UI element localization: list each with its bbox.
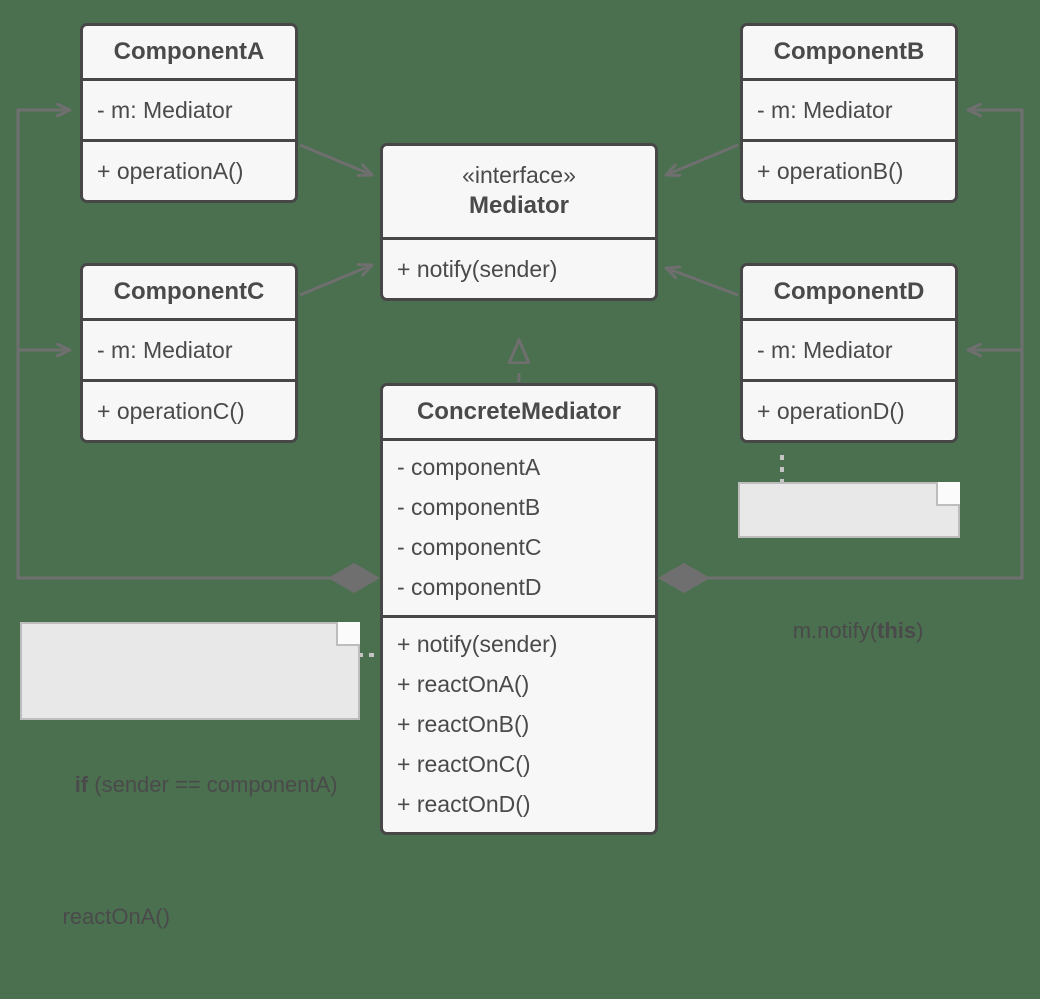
uml-diagram-canvas: > Mediator --> > Mediator --> > Mediator… bbox=[16, 23, 1024, 929]
method-item: + notify(sender) bbox=[397, 256, 558, 282]
class-methods-component-a: + operationA() bbox=[83, 139, 295, 200]
note-call-suffix: ) bbox=[916, 618, 924, 643]
method-item: + operationD() bbox=[757, 398, 905, 424]
note-condition: (sender == componentA) bbox=[88, 772, 338, 797]
note-fold-corner-icon bbox=[336, 622, 360, 646]
method-item: + reactOnB() bbox=[397, 711, 530, 737]
field-item: - componentB bbox=[397, 494, 541, 520]
note-line-1: if (sender == componentA) bbox=[38, 735, 342, 834]
class-fields-component-b: - m: Mediator bbox=[743, 78, 955, 139]
field-item: - componentC bbox=[397, 534, 542, 560]
link-componentd-mediator bbox=[666, 268, 739, 297]
class-fields-component-a: - m: Mediator bbox=[83, 78, 295, 139]
method-item: + operationC() bbox=[97, 398, 245, 424]
note-line-1: m.notify(this) bbox=[756, 586, 942, 676]
class-box-component-c[interactable]: ComponentC - m: Mediator + operationC() bbox=[80, 263, 298, 443]
class-box-component-b[interactable]: ComponentB - m: Mediator + operationB() bbox=[740, 23, 958, 203]
link-componentb-mediator bbox=[666, 143, 739, 175]
class-methods-concrete-mediator: + notify(sender) + reactOnA() + reactOnB… bbox=[383, 615, 655, 832]
method-item: + operationB() bbox=[757, 158, 904, 184]
note-keyword-this: this bbox=[877, 618, 917, 643]
class-box-component-a[interactable]: ComponentA - m: Mediator + operationA() bbox=[80, 23, 298, 203]
class-methods-mediator: + notify(sender) bbox=[383, 237, 655, 298]
method-item: + reactOnC() bbox=[397, 751, 531, 777]
stereotype-label: «interface» bbox=[462, 162, 576, 188]
field-item: - m: Mediator bbox=[757, 337, 893, 363]
field-item: - componentA bbox=[397, 454, 541, 480]
class-title-component-a: ComponentA bbox=[113, 38, 265, 65]
class-fields-component-c: - m: Mediator bbox=[83, 318, 295, 379]
note-fold-corner-icon bbox=[936, 482, 960, 506]
note-react-on-a[interactable]: if (sender == componentA) reactOnA() bbox=[20, 622, 360, 929]
class-title-component-b: ComponentB bbox=[773, 38, 925, 65]
note-m-notify-this[interactable]: m.notify(this) bbox=[738, 482, 960, 643]
class-box-concrete-mediator[interactable]: ConcreteMediator - componentA - componen… bbox=[380, 383, 658, 835]
class-box-mediator[interactable]: «interface» Mediator + notify(sender) bbox=[380, 143, 658, 301]
class-box-component-d[interactable]: ComponentD - m: Mediator + operationD() bbox=[740, 263, 958, 443]
field-item: - componentD bbox=[397, 574, 542, 600]
method-item: + reactOnA() bbox=[397, 671, 530, 697]
field-item: - m: Mediator bbox=[757, 97, 893, 123]
class-title-component-d: ComponentD bbox=[773, 278, 925, 305]
method-item: + operationA() bbox=[97, 158, 244, 184]
class-title-component-c: ComponentC bbox=[113, 278, 265, 305]
method-item: + notify(sender) bbox=[397, 631, 558, 657]
field-item: - m: Mediator bbox=[97, 97, 233, 123]
class-title-concrete-mediator: ConcreteMediator bbox=[416, 398, 622, 425]
note-keyword-if: if bbox=[74, 772, 89, 797]
note-line-2: reactOnA() bbox=[38, 904, 171, 929]
link-componentc-mediator bbox=[299, 265, 372, 297]
class-methods-component-d: + operationD() bbox=[743, 379, 955, 440]
link-componenta-mediator bbox=[299, 143, 372, 175]
interface-name: Mediator bbox=[468, 192, 569, 219]
class-methods-component-b: + operationB() bbox=[743, 139, 955, 200]
class-methods-component-c: + operationC() bbox=[83, 379, 295, 440]
class-fields-concrete-mediator: - componentA - componentB - componentC -… bbox=[383, 438, 655, 615]
field-item: - m: Mediator bbox=[97, 337, 233, 363]
class-fields-component-d: - m: Mediator bbox=[743, 318, 955, 379]
note-call-prefix: m.notify( bbox=[792, 618, 878, 643]
method-item: + reactOnD() bbox=[397, 791, 531, 817]
class-title-mediator: «interface» Mediator bbox=[383, 146, 655, 237]
